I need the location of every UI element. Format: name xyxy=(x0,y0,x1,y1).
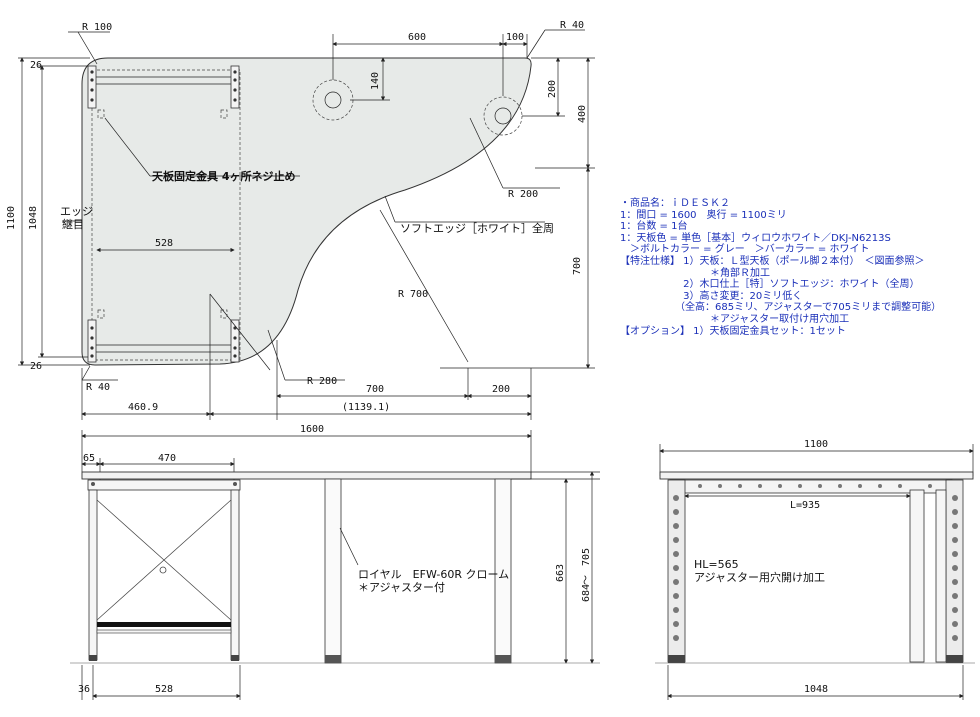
dim-r100: R 100 xyxy=(82,22,112,33)
side-post-right xyxy=(945,479,964,663)
spec-line: 1：台数 = 1台 xyxy=(620,221,688,233)
dim-140: 140 xyxy=(370,72,381,90)
label-edge-joint: エッジ継目 xyxy=(60,205,93,231)
front-leg-right xyxy=(230,489,240,661)
dim-side-1048: 1048 xyxy=(804,684,828,695)
dim-400: 400 xyxy=(577,105,588,123)
dim-705: 705 xyxy=(581,548,592,566)
dim-700-h: 700 xyxy=(366,384,384,395)
dim-1139-1: (1139.1) xyxy=(342,402,390,413)
cross-brace-b xyxy=(96,499,232,621)
top-view: R 100 R 40 600 100 140 200 400 26 26 110… xyxy=(6,20,595,420)
label-soft-edge: ソフトエッジ［ホワイト］全周 xyxy=(400,221,554,235)
dim-r40-bottom: R 40 xyxy=(86,382,110,393)
dim-36: 36 xyxy=(78,684,90,695)
label-leg-model: ロイヤル EFW-60R クローム xyxy=(358,568,509,581)
front-frame-beam xyxy=(87,479,241,491)
dim-r280: R 280 xyxy=(307,376,337,387)
dim-r40-top: R 40 xyxy=(560,20,584,31)
dim-1048: 1048 xyxy=(28,206,39,230)
side-view: 1100 L=935 HL=565 アジャスター用穴開け加工 1048 xyxy=(655,439,975,700)
spec-line: ＊角部Ｒ加工 xyxy=(620,267,770,279)
dim-100: 100 xyxy=(506,32,524,43)
dim-663: 663 xyxy=(555,564,566,582)
dim-200-v: 200 xyxy=(547,80,558,98)
spec-line: 1：天板色 = 単色［基本］ウィロウホワイト／DKJ-N6213S xyxy=(620,232,891,244)
spec-line: （全高：685ミリ、アジャスターで705ミリまで調整可能） xyxy=(620,302,942,314)
label-fixing-bracket: 天板固定金具 4ヶ所ネジ止め xyxy=(152,169,295,183)
spec-line: ＞ボルトカラー = グレー ＞バーカラー = ホワイト xyxy=(620,244,870,256)
front-leg-left xyxy=(88,489,98,661)
dim-1100: 1100 xyxy=(6,206,17,230)
spec-line: 【特注仕様】 1）天板：Ｌ型天板（ポール脚２本付） ＜図面参照＞ xyxy=(620,255,925,267)
dim-528-top: 528 xyxy=(155,238,173,249)
spec-line: ・商品名：ｉＤＥＳＫ２ xyxy=(620,198,730,209)
spec-line: 3）高さ変更：20ミリ低く xyxy=(620,290,803,302)
label-hl: HL=565 xyxy=(694,558,739,571)
frame-outline xyxy=(91,69,241,361)
dim-460-9: 460.9 xyxy=(128,402,158,413)
desk-top-outline xyxy=(81,57,532,366)
dim-528-front: 528 xyxy=(155,684,173,695)
dim-r200: R 200 xyxy=(508,189,538,200)
side-post-holes xyxy=(673,484,958,641)
spec-line: 1：間口 = 1600 奥行 = 1100ミリ xyxy=(620,209,787,221)
pole-leg-left xyxy=(324,478,342,664)
top-view-dimensions xyxy=(18,29,595,420)
front-bottom-bar xyxy=(97,622,231,627)
spec-line: ＊アジャスター取付け用穴加工 xyxy=(620,313,850,325)
dim-r700: R 700 xyxy=(398,289,428,300)
dim-1600: 1600 xyxy=(300,424,324,435)
front-desk-top xyxy=(81,471,532,480)
frame-side-bars xyxy=(87,65,240,363)
dim-side-1100: 1100 xyxy=(804,439,828,450)
dim-l935: L=935 xyxy=(790,500,820,511)
dim-26-bottom: 26 xyxy=(30,361,42,372)
dim-470: 470 xyxy=(158,453,176,464)
dim-65: 65 xyxy=(83,453,95,464)
side-post-left xyxy=(667,479,686,663)
dim-26-top: 26 xyxy=(30,60,42,71)
spec-line: 【オプション】 1）天板固定金具セット：1セット xyxy=(620,325,846,337)
front-view: 1600 65 470 ロイヤル EFW-60R クローム ＊アジャスター付 xyxy=(70,424,600,700)
dim-684: 684 xyxy=(581,584,592,602)
dim-200-h: 200 xyxy=(492,384,510,395)
label-leg-adjuster: ＊アジャスター付 xyxy=(358,581,445,594)
label-adjuster-holes: アジャスター用穴開け加工 xyxy=(694,570,825,584)
dim-700-v: 700 xyxy=(572,257,583,275)
spec-line: 2）木口仕上［特］ソフトエッジ：ホワイト（全周） xyxy=(620,279,920,291)
dim-600: 600 xyxy=(408,32,426,43)
dim-tilde: ～ xyxy=(581,575,592,585)
side-desk-top xyxy=(659,471,974,480)
